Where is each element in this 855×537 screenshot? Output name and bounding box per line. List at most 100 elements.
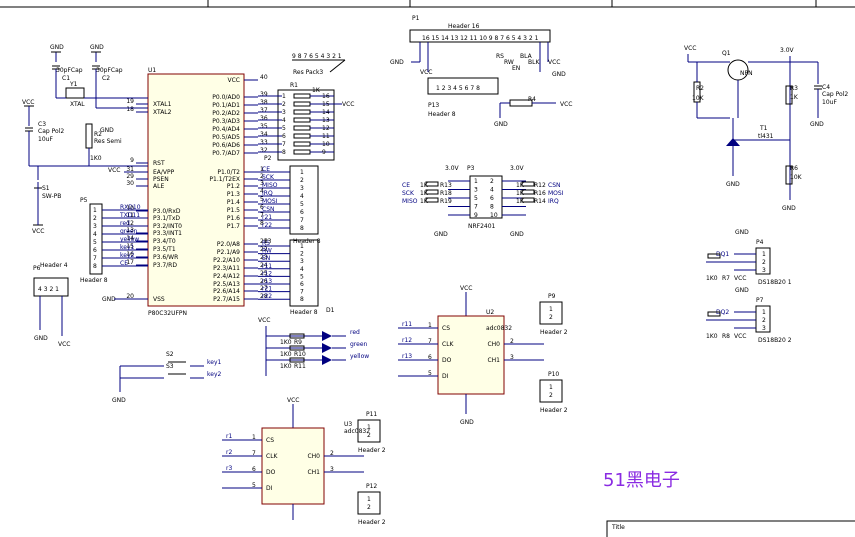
gnd-label: GND [102,296,116,303]
h2-body [539,379,563,403]
vcc-label: VCC [32,228,44,235]
mcu-part: P80C32UFPN [148,310,187,317]
regulator-c-ref: C4 [822,84,830,91]
ds-pin: 1 [762,309,766,316]
ds-res-ref: R7 [722,275,730,282]
regulator-q-part: NPN [740,70,753,77]
vcc-label: VCC [342,101,354,108]
p1-part: Header 16 [448,23,480,30]
nrf-right-net: IRQ [548,198,559,205]
ds-body [755,305,771,333]
mcu-pin-name: P0.2/AD2 [212,110,240,117]
nrf-left-res: R18 [440,190,452,197]
nrf-right-res: R16 [534,190,546,197]
p3-part: Header 8 [293,238,321,245]
gnd-label: GND [434,231,448,238]
vcc-label: VCC [460,285,472,292]
mcu-pin-num: 26 [260,278,268,285]
adc-pin-num: 5 [428,370,432,377]
r2-value: 10K [692,95,705,102]
adc-pin-name: CLK [442,341,455,348]
ds-res-value: 1K0 [706,333,718,340]
nrf-resistor [521,181,535,187]
p5-net-label: yellow [120,236,139,243]
regulator-3v0: VCC Q1 NPN 3.0V R2 10K T1 tl431 GND R3 1… [684,45,848,212]
gnd-label: GND [390,59,404,66]
r3-ref: R3 [790,85,798,92]
respack-resistor [293,141,311,147]
p2-pin: 3 [300,185,304,192]
gnd-label: GND [494,121,508,128]
ds-part: DS18B20 2 [758,337,792,344]
h2-ref: P9 [548,293,556,300]
adc-pin-name: DI [442,373,449,380]
respack-pin: 4 [282,117,286,124]
mcu-pin-num: 6 [260,204,264,211]
mcu-pin-name: P3.4/T0 [153,238,176,245]
p1-body [409,29,551,43]
respack-resistor [293,109,311,115]
p3-ref: P3 [264,238,272,245]
p5-net-label: key1 [120,244,135,251]
p5-part: Header 8 [80,277,108,284]
mcu-pin-num: 27 [260,285,268,292]
adc-net: r13 [402,353,412,360]
r6-ref: R6 [790,165,798,172]
reset-res-value: 1K0 [90,155,102,162]
gnd-label: GND [552,71,566,78]
mcu-pin-num: 13 [126,227,134,234]
mcu-pin-name: P1.2 [227,183,240,190]
svg-text:1: 1 [549,306,553,313]
mcu-pin-name: P2.1/A9 [217,249,240,256]
vcc-label: VCC [420,69,432,76]
regulator-q-ref: Q1 [722,50,731,57]
respack-resistor [293,125,311,131]
h2-ref: P11 [366,411,377,418]
adc-pin-num: 3 [330,466,334,473]
respack-pin: 12 [322,125,330,132]
adc-pin-num: 5 [252,482,256,489]
h2-ref: P10 [548,371,559,378]
mcu-pin-num: 32 [260,147,268,154]
nrf-right-res: R14 [534,198,546,205]
respack-top-pins: 9 8 7 6 5 4 3 2 1 [292,53,342,60]
mcu-pin-name: VSS [153,296,165,303]
p3-pin: 7 [300,289,304,296]
p3-net-label: r22 [262,293,272,300]
mcu-pin-name: XTAL2 [153,109,172,116]
h2-body [539,301,563,325]
respack-pin: 13 [322,117,330,124]
mcu-pin-num: 18 [126,106,134,113]
reset-cap-value: 10uF [38,136,53,143]
adc-pin-num: 1 [252,434,256,441]
mcu-pin-name: PSEN [153,176,169,183]
svg-text:2: 2 [549,314,553,321]
respack-pin: 5 [282,125,286,132]
adc-pin-num: 3 [510,354,514,361]
mcu-pin-name: XTAL1 [153,101,172,108]
vcc-label: VCC [258,317,270,324]
ds-ref: P7 [756,297,764,304]
svg-text:2: 2 [549,392,553,399]
mcu-pin-num: 38 [260,99,268,106]
p1-net-en: EN [512,65,520,72]
respack-pin: 7 [282,141,286,148]
adc-pin-name: DO [266,469,276,476]
adc-net: r11 [402,321,412,328]
svg-text:1: 1 [367,496,371,503]
gnd-label: GND [510,231,524,238]
respack-pin: 10 [322,141,330,148]
mcu-pin-num: 9 [130,157,134,164]
mcu-pin-num: 8 [260,220,264,227]
adc-net: r12 [402,337,412,344]
mcu-pin-num: 24 [260,262,268,269]
mcu-pin-num: 29 [126,173,134,180]
nrf-pin: 4 [490,187,494,194]
mcu-pin-name: ALE [153,183,164,190]
p13-body [427,77,499,95]
nrf-resistor [425,197,439,203]
p2-net-label: CE [262,166,270,173]
